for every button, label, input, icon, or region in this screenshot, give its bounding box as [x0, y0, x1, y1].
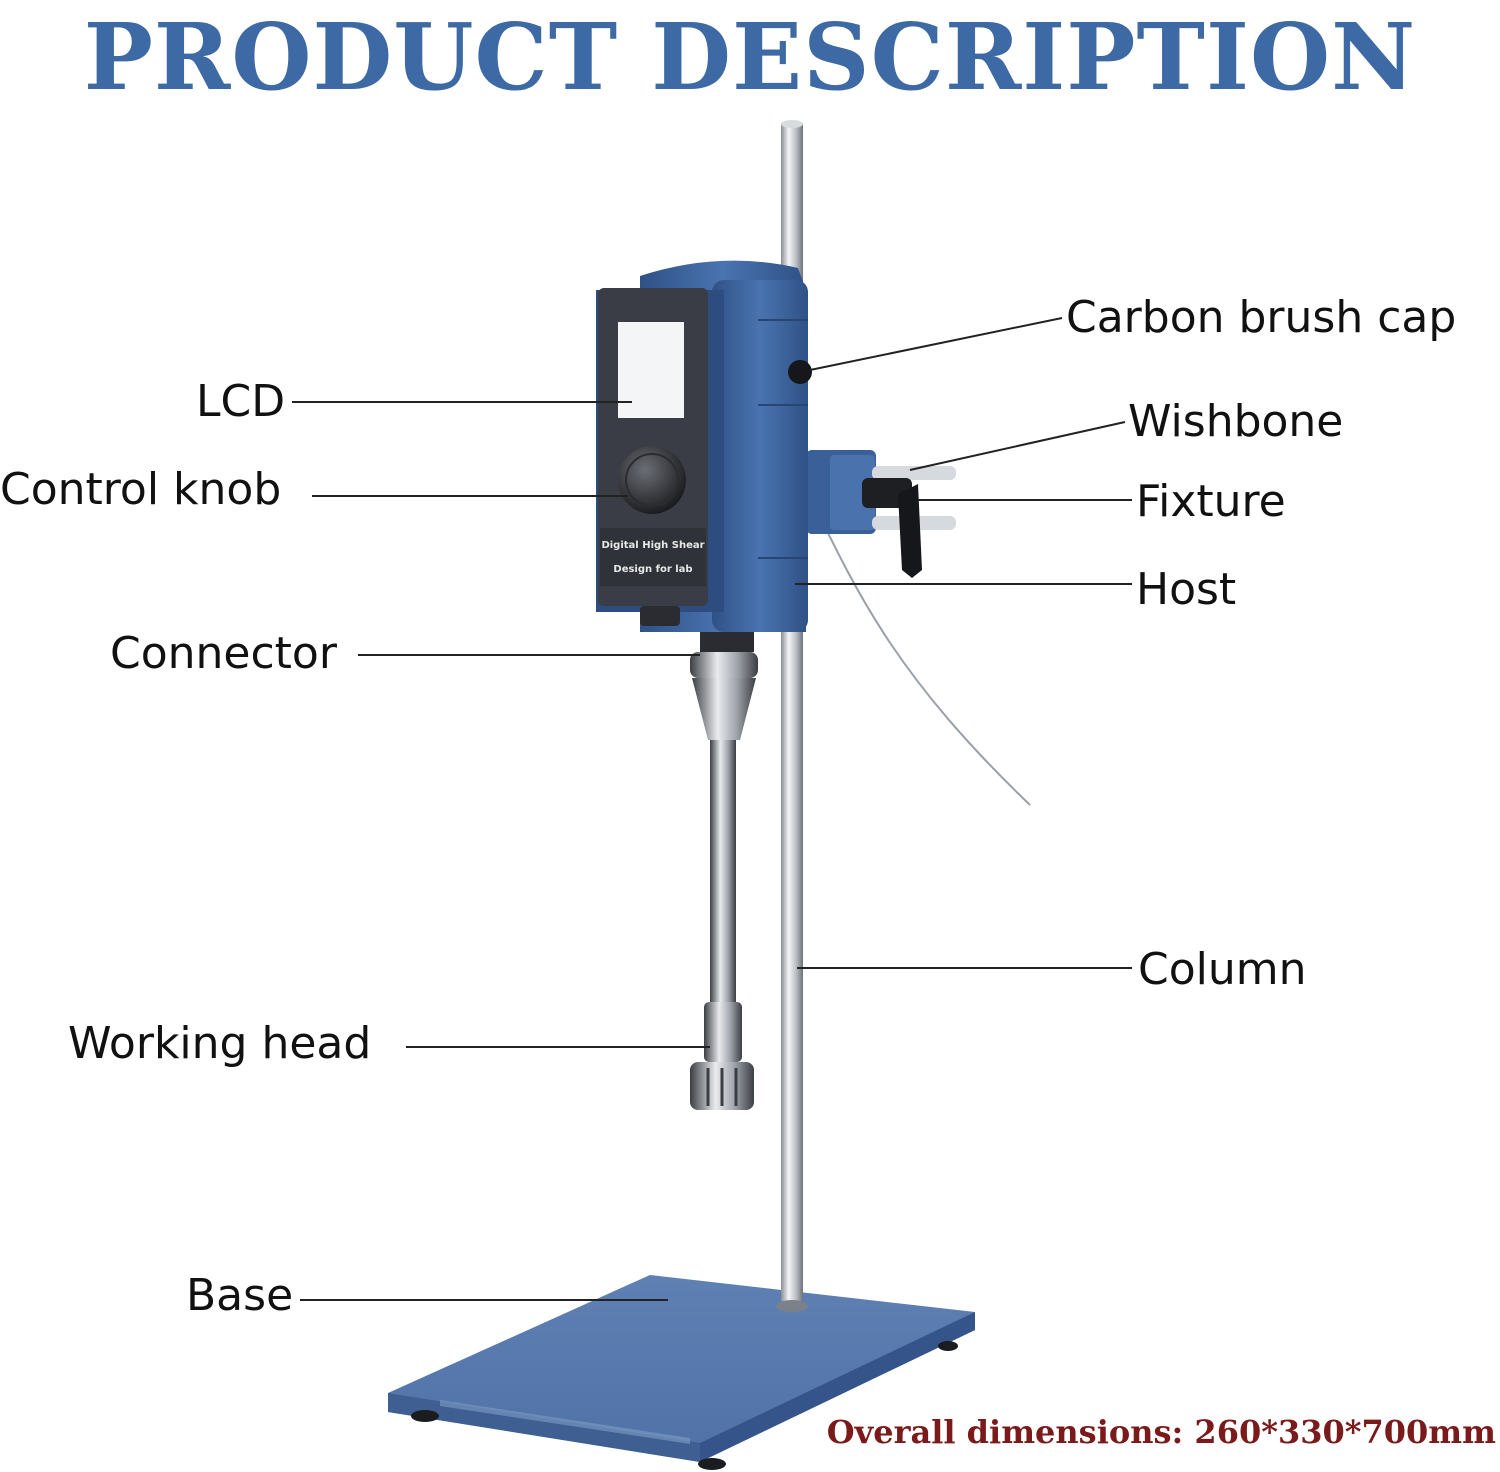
- label-control-knob: Control knob: [0, 464, 282, 515]
- page-title: PRODUCT DESCRIPTION: [83, 3, 1417, 111]
- leader-carbon-brush-cap: [809, 317, 1063, 371]
- front-panel: Digital High Shear Design for lab: [598, 288, 708, 626]
- lcd-screen: [618, 322, 684, 418]
- label-lcd: LCD: [196, 376, 286, 427]
- leader-wishbone: [909, 421, 1126, 471]
- power-cable: [811, 499, 1031, 806]
- label-wishbone: Wishbone: [1128, 396, 1344, 447]
- label-column: Column: [1138, 944, 1307, 995]
- connector-part: [690, 632, 758, 740]
- label-base: Base: [186, 1270, 294, 1321]
- wishbone-clamp: [806, 450, 956, 578]
- leader-lines: [292, 317, 1132, 1301]
- label-carbon-brush-cap: Carbon brush cap: [1066, 292, 1457, 343]
- carbon-brush-cap-part: [788, 360, 812, 384]
- overall-dimensions: Overall dimensions: 260*330*700mm: [826, 1413, 1496, 1451]
- label-fixture: Fixture: [1136, 476, 1286, 527]
- panel-text-line2: Design for lab: [613, 564, 692, 575]
- label-connector: Connector: [110, 628, 337, 679]
- control-knob-part: [618, 446, 686, 514]
- base-plate: [388, 1275, 975, 1470]
- dispersing-shaft: [690, 740, 754, 1110]
- label-working-head: Working head: [68, 1018, 372, 1069]
- panel-text-line1: Digital High Shear: [601, 540, 704, 551]
- label-host: Host: [1136, 564, 1237, 615]
